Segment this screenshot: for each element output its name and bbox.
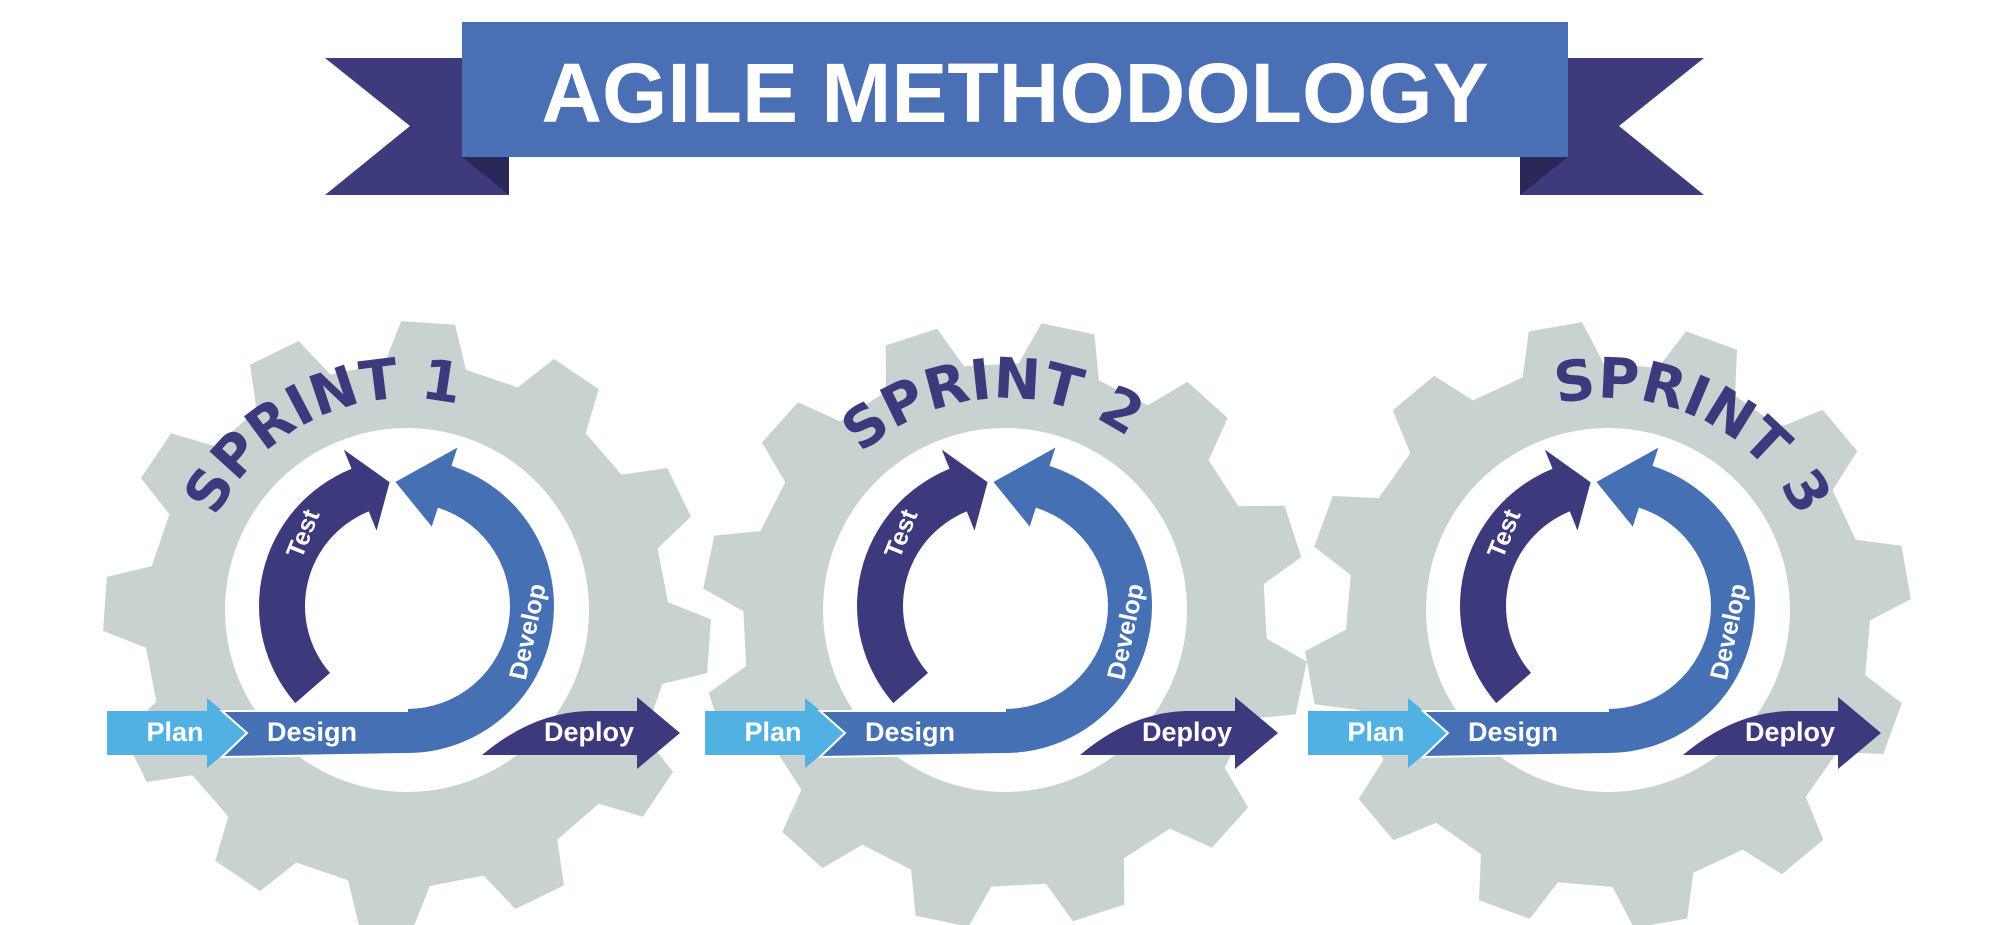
ribbon-fold-left: [462, 157, 509, 195]
ribbon-fold-right: [1520, 157, 1568, 195]
title-ribbon: AGILE METHODOLOGY: [325, 22, 1704, 195]
test-arrow: [857, 449, 988, 704]
design-label: Design: [267, 717, 357, 747]
design-label: Design: [1468, 717, 1558, 747]
test-arrow: [1460, 449, 1591, 704]
test-arrow: [259, 449, 390, 704]
deploy-label: Deploy: [1142, 717, 1232, 747]
design-develop-arrow: [1420, 443, 1757, 759]
deploy-arrow: [482, 697, 680, 769]
deploy-label: Deploy: [544, 717, 634, 747]
plan-arrow: [107, 698, 249, 768]
banner-title: AGILE METHODOLOGY: [541, 46, 1488, 140]
banner: [462, 22, 1568, 157]
plan-arrow: [705, 698, 847, 768]
plan-label: Plan: [744, 717, 801, 747]
design-develop-arrow: [817, 443, 1154, 759]
design-label: Design: [865, 717, 955, 747]
deploy-label: Deploy: [1745, 717, 1835, 747]
plan-arrow: [1308, 698, 1450, 768]
plan-label: Plan: [1347, 717, 1404, 747]
deploy-arrow: [1080, 697, 1278, 769]
plan-label: Plan: [146, 717, 203, 747]
deploy-arrow: [1683, 697, 1881, 769]
design-develop-arrow: [219, 443, 556, 759]
